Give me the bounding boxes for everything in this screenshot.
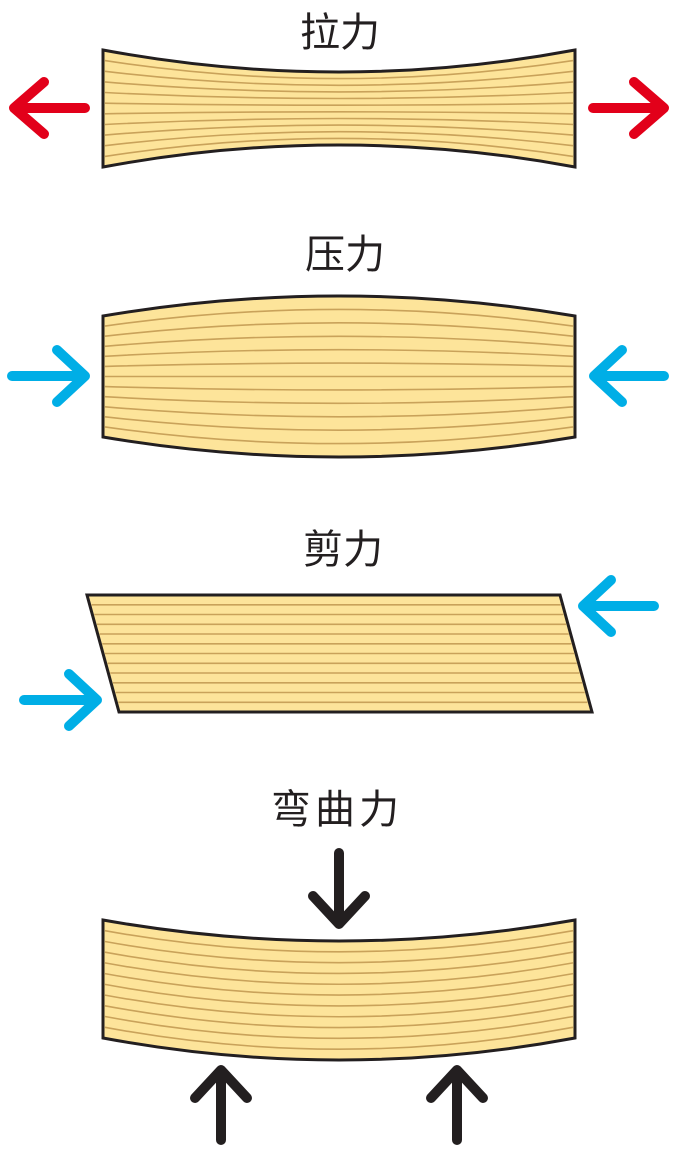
grain-line xyxy=(104,994,574,1018)
grain-line xyxy=(104,940,574,964)
title-tension: 拉力 xyxy=(300,10,380,56)
arrow-right-icon xyxy=(19,669,102,731)
grain-line xyxy=(104,124,574,136)
wood-grain-compression xyxy=(104,308,574,445)
arrow-up-icon xyxy=(190,1065,252,1145)
grain-line xyxy=(104,59,574,80)
grain-line xyxy=(104,385,574,391)
panel-bending: 弯曲力 xyxy=(101,787,577,1145)
panel-compression: 压力 xyxy=(7,232,669,459)
arrow-down-icon xyxy=(308,848,370,929)
title-shear: 剪力 xyxy=(303,527,383,573)
grain-line xyxy=(104,81,574,93)
wood-shape-bending xyxy=(101,918,577,1062)
wood-grain-bending xyxy=(104,929,574,1050)
grain-line xyxy=(104,395,574,405)
grain-line xyxy=(104,322,574,337)
grain-line xyxy=(104,70,574,87)
grain-line xyxy=(104,308,574,327)
grain-line xyxy=(104,416,574,431)
grain-line xyxy=(104,117,574,126)
arrow-left-icon xyxy=(589,345,669,407)
grain-line xyxy=(104,951,574,975)
wood-block-compression xyxy=(101,294,577,459)
arrow-right-icon xyxy=(7,345,90,407)
wood-grain-shear xyxy=(91,604,588,704)
wood-block-shear xyxy=(85,593,594,714)
panel-shear: 剪力 xyxy=(19,527,659,731)
arrow-right-icon xyxy=(588,77,669,139)
grain-line xyxy=(104,137,574,158)
grain-line xyxy=(104,426,574,445)
title-compression: 压力 xyxy=(305,232,385,278)
wood-block-tension xyxy=(101,48,577,169)
grain-line xyxy=(104,983,574,1007)
wood-grain-tension xyxy=(104,59,574,158)
grain-line xyxy=(104,962,574,986)
wood-block-bending xyxy=(101,918,577,1062)
grain-line xyxy=(104,1005,574,1029)
grain-line xyxy=(104,348,574,358)
grain-line xyxy=(104,91,574,100)
grain-line xyxy=(104,102,574,106)
grain-line xyxy=(104,972,574,996)
wood-shape-tension xyxy=(101,48,577,169)
grain-line xyxy=(104,1015,574,1040)
title-bending: 弯曲力 xyxy=(271,787,403,833)
grain-line xyxy=(104,335,574,348)
arrow-left-icon xyxy=(578,575,659,637)
grain-line xyxy=(104,362,574,368)
grain-line xyxy=(104,111,574,115)
grain-line xyxy=(104,130,574,147)
arrow-left-icon xyxy=(9,77,90,139)
panel-tension: 拉力 xyxy=(9,10,669,169)
grain-line xyxy=(104,406,574,418)
arrow-up-icon xyxy=(426,1065,488,1145)
grain-line xyxy=(104,929,574,953)
grain-line xyxy=(104,1026,574,1050)
